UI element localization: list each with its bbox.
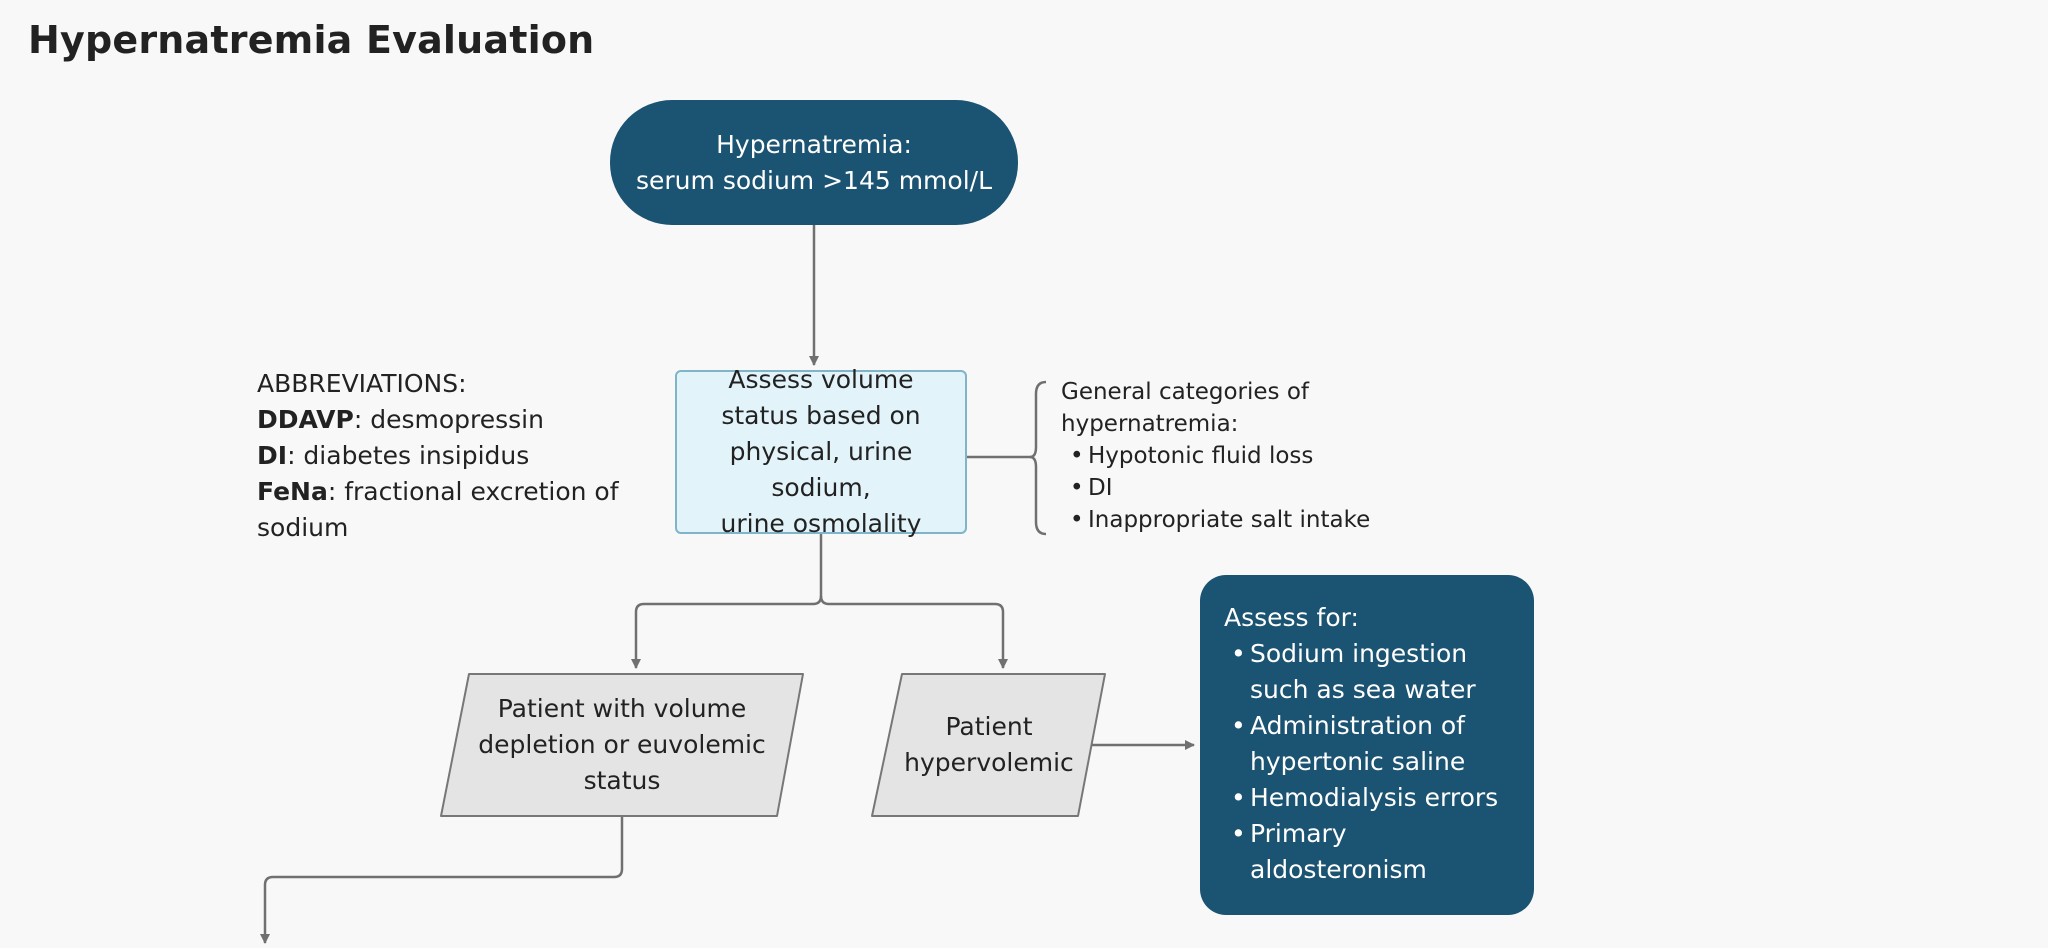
assess-for-item-line: aldosteronism	[1250, 855, 1427, 884]
assess-for-item: Primary aldosteronism	[1224, 816, 1524, 888]
abbreviation-continuation: sodium	[257, 513, 349, 542]
assess-for-item-line: such as sea water	[1250, 675, 1476, 704]
abbreviation-term: FeNa	[257, 477, 328, 506]
assess-for-list: Sodium ingestion such as sea water Admini…	[1224, 636, 1524, 888]
abbreviation-definition: : fractional excretion of	[327, 477, 619, 506]
categories-list: Hypotonic fluid loss DI Inappropriate sa…	[1061, 440, 1370, 536]
hypervolemic-line: Patient	[945, 712, 1033, 741]
abbreviation-term: DI	[257, 441, 288, 470]
assess-node-line: status based on	[721, 401, 921, 430]
assess-node-line: physical, urine sodium,	[729, 437, 913, 502]
assess-node-line: Assess volume	[728, 365, 914, 394]
page-title: Hypernatremia Evaluation	[28, 18, 595, 62]
categories-bracket	[1029, 380, 1047, 536]
abbreviation-term: DDAVP	[257, 405, 354, 434]
assess-for-item: Sodium ingestion such as sea water	[1224, 636, 1524, 708]
categories-heading-line2: hypernatremia:	[1061, 411, 1239, 437]
connector-assess-to-right	[819, 595, 1008, 669]
connector-left-down	[260, 816, 624, 944]
assess-for-item-line: Administration of	[1250, 711, 1465, 740]
assess-for-item-line: Hemodialysis errors	[1250, 783, 1499, 812]
hypernatremia-start-node: Hypernatremia: serum sodium >145 mmol/L	[610, 100, 1018, 225]
start-node-line1: Hypernatremia:	[716, 129, 912, 159]
abbreviation-item: DDAVP: desmopressin	[257, 402, 619, 438]
abbreviation-item: DI: diabetes insipidus	[257, 438, 619, 474]
category-item: Inappropriate salt intake	[1061, 504, 1370, 536]
abbreviation-definition: : desmopressin	[353, 405, 544, 434]
assess-volume-node: Assess volume status based on physical, …	[675, 365, 967, 538]
abbreviations-legend: ABBREVIATIONS: DDAVP: desmopressin DI: d…	[257, 366, 619, 546]
category-item: Hypotonic fluid loss	[1061, 440, 1370, 472]
assess-for-item: Administration of hypertonic saline	[1224, 708, 1524, 780]
volume-depletion-line: Patient with volume	[497, 694, 747, 723]
assess-for-item-line: Sodium ingestion	[1250, 639, 1468, 668]
assess-for-box: Assess for: Sodium ingestion such as sea …	[1200, 575, 1534, 915]
abbreviation-definition: : diabetes insipidus	[287, 441, 530, 470]
abbreviation-item: FeNa: fractional excretion of	[257, 474, 619, 510]
category-item: DI	[1061, 472, 1370, 504]
assess-for-item-line: hypertonic saline	[1250, 747, 1466, 776]
volume-depletion-node: Patient with volume depletion or euvolem…	[455, 674, 789, 816]
categories-heading-line1: General categories of	[1061, 379, 1309, 405]
assess-for-item-line: Primary	[1250, 819, 1347, 848]
start-node-line2: serum sodium >145 mmol/L	[635, 165, 993, 195]
general-categories-note: General categories of hypernatremia: Hyp…	[1061, 376, 1370, 536]
assess-node-line: urine osmolality	[720, 509, 922, 538]
hypervolemic-line: hypervolemic	[904, 748, 1074, 777]
assess-for-item: Hemodialysis errors	[1224, 780, 1524, 816]
hypervolemic-node: Patient hypervolemic	[888, 674, 1090, 816]
hypervolemic-parallelogram	[871, 673, 1106, 817]
volume-depletion-parallelogram	[440, 673, 804, 817]
volume-depletion-line: depletion or euvolemic	[478, 730, 766, 759]
assess-for-heading: Assess for:	[1224, 603, 1359, 632]
connector-assess-to-left	[631, 534, 823, 669]
abbreviations-heading: ABBREVIATIONS:	[257, 369, 467, 398]
volume-depletion-line: status	[583, 766, 661, 795]
